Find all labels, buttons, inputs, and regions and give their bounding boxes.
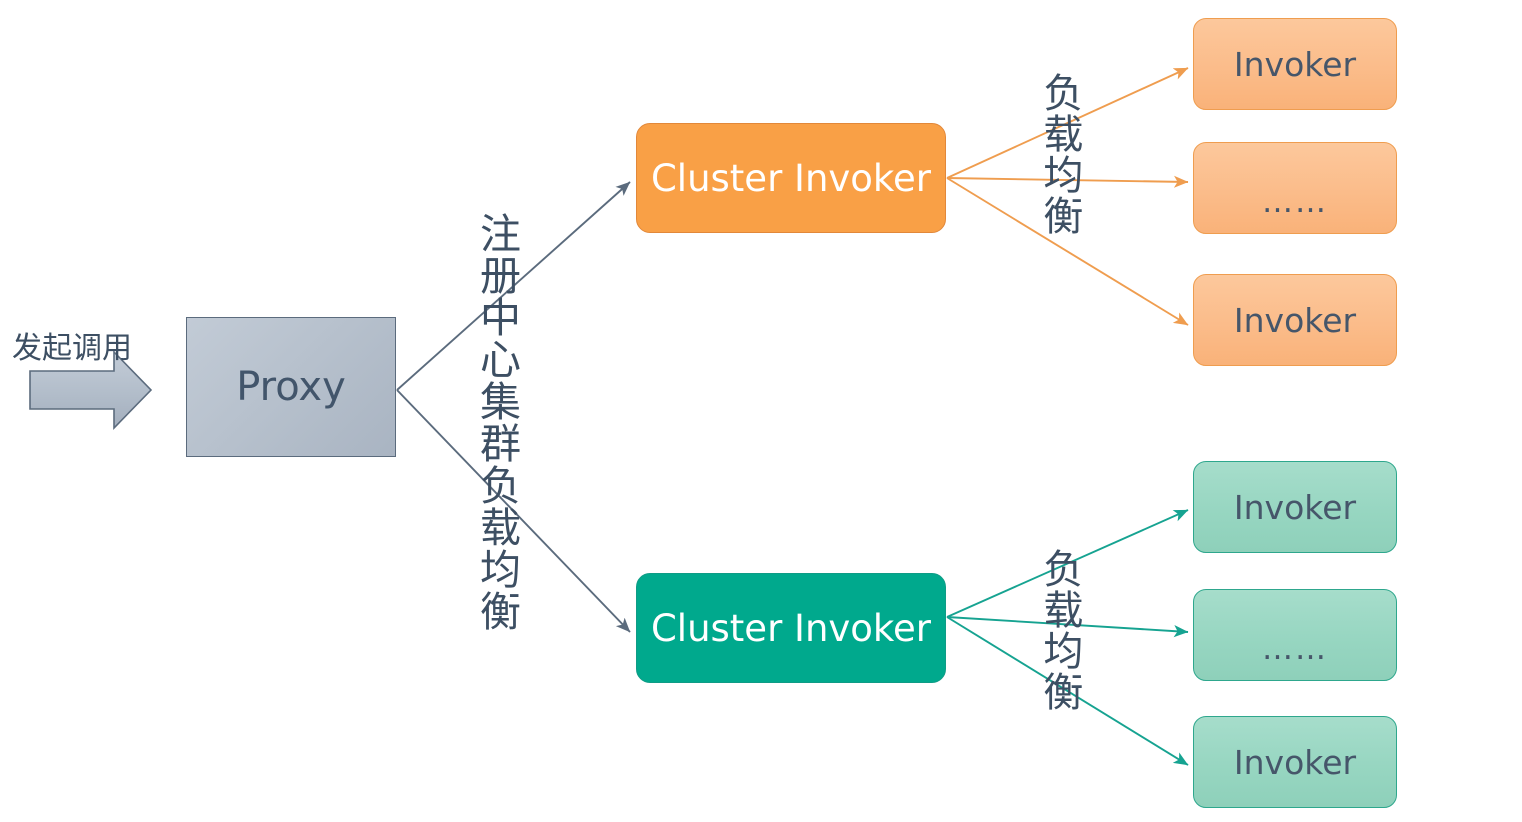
cluster-invoker-green-node[interactable]: Cluster Invoker bbox=[636, 573, 946, 683]
invoker-label: Invoker bbox=[1233, 487, 1357, 527]
proxy-node[interactable]: Proxy bbox=[186, 317, 396, 457]
load-balance-label-orange: 负载均衡 bbox=[1036, 72, 1083, 236]
invoker-node[interactable]: Invoker bbox=[1193, 18, 1397, 110]
invoker-label: Invoker bbox=[1233, 300, 1357, 340]
cluster-invoker-green-label: Cluster Invoker bbox=[650, 606, 932, 650]
invoker-label: …… bbox=[1262, 183, 1328, 220]
invoker-node[interactable]: …… bbox=[1193, 589, 1397, 681]
invoker-node[interactable]: …… bbox=[1193, 142, 1397, 234]
invoker-label: …… bbox=[1262, 630, 1328, 667]
invoker-label: Invoker bbox=[1233, 44, 1357, 84]
invoker-node[interactable]: Invoker bbox=[1193, 274, 1397, 366]
load-balance-label-green: 负载均衡 bbox=[1036, 548, 1083, 712]
invoker-node[interactable]: Invoker bbox=[1193, 461, 1397, 553]
invoker-node[interactable]: Invoker bbox=[1193, 716, 1397, 808]
cluster-invoker-orange-label: Cluster Invoker bbox=[650, 156, 932, 200]
proxy-label: Proxy bbox=[236, 364, 346, 410]
invoker-label: Invoker bbox=[1233, 742, 1357, 782]
cluster-invoker-orange-node[interactable]: Cluster Invoker bbox=[636, 123, 946, 233]
entry-label: 发起调用 bbox=[12, 331, 132, 366]
registry-edge-label: 注册中心集群负载均衡 bbox=[472, 212, 521, 632]
